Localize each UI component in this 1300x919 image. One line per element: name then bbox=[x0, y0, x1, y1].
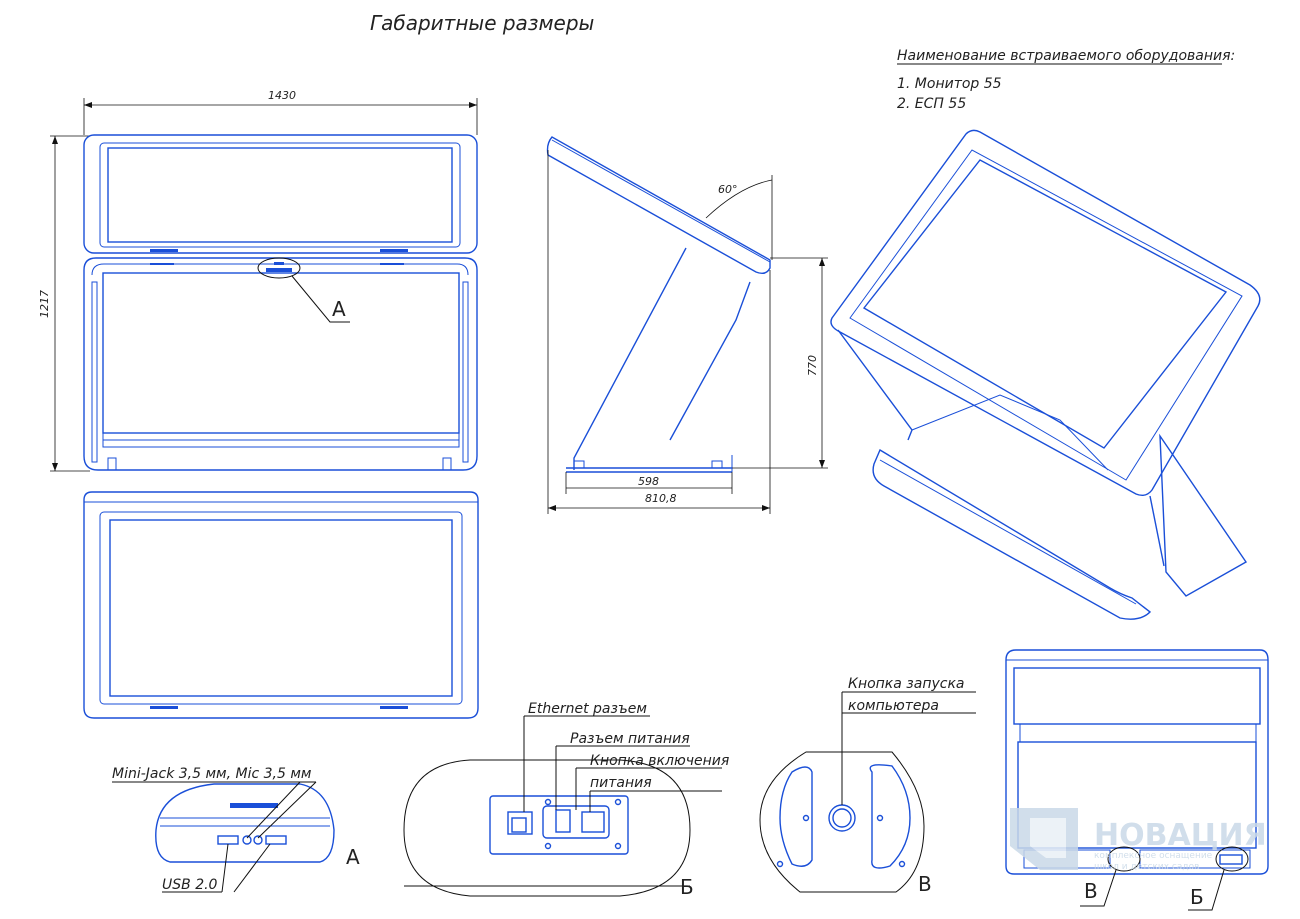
power-button-label-2: питания bbox=[590, 775, 652, 791]
drawing-title: Габаритные размеры bbox=[370, 11, 594, 35]
dim-angle: 60° bbox=[718, 183, 738, 196]
usb-label: USB 2.0 bbox=[162, 877, 218, 893]
callout-a-label: А bbox=[332, 297, 346, 321]
dim-depth-base: 598 bbox=[638, 475, 659, 488]
dim-width: 1430 bbox=[268, 89, 296, 102]
equipment-item-1: 1. Монитор 55 bbox=[897, 76, 1002, 92]
dim-side-height: 770 bbox=[806, 355, 819, 376]
watermark-tagline-1: комплексное оснащение bbox=[1094, 851, 1213, 861]
dim-height: 1217 bbox=[38, 290, 51, 318]
watermark: НОВАЦИЯ комплексное оснащение школ и дет… bbox=[1010, 808, 1267, 872]
rear-view bbox=[83, 491, 479, 719]
detail-a-label: А bbox=[346, 845, 360, 869]
start-button-label-1: Кнопка запуска bbox=[848, 676, 965, 692]
back-view-b-label: Б bbox=[1190, 885, 1204, 909]
back-view: В Б bbox=[1005, 649, 1269, 911]
equipment-heading: Наименование встраиваемого оборудования: bbox=[897, 48, 1235, 64]
isometric-view bbox=[830, 129, 1261, 620]
start-button-label-2: компьютера bbox=[848, 698, 939, 714]
detail-b: Ethernet разъем Разъем питания Кнопка вк… bbox=[403, 701, 729, 899]
detail-v: Кнопка запуска компьютера В bbox=[759, 676, 976, 896]
ethernet-label: Ethernet разъем bbox=[528, 701, 647, 717]
watermark-brand: НОВАЦИЯ bbox=[1094, 818, 1267, 853]
power-socket-label: Разъем питания bbox=[570, 731, 690, 747]
detail-b-label: Б bbox=[680, 875, 694, 899]
equipment-item-2: 2. ЕСП 55 bbox=[897, 96, 966, 112]
side-view: 60° 770 598 810,8 bbox=[546, 136, 828, 514]
power-button-label-1: Кнопка включения bbox=[590, 753, 729, 769]
detail-v-label: В bbox=[918, 872, 932, 896]
watermark-tagline-2: школ и детских садов bbox=[1094, 862, 1199, 872]
dim-depth-total: 810,8 bbox=[645, 492, 677, 505]
back-view-v-label: В bbox=[1084, 879, 1098, 903]
front-view: 1430 1217 А bbox=[38, 89, 478, 472]
mini-jack-label: Mini-Jack 3,5 мм, Mic 3,5 мм bbox=[112, 766, 312, 782]
detail-a: Mini-Jack 3,5 мм, Mic 3,5 мм USB 2.0 А bbox=[112, 766, 360, 893]
